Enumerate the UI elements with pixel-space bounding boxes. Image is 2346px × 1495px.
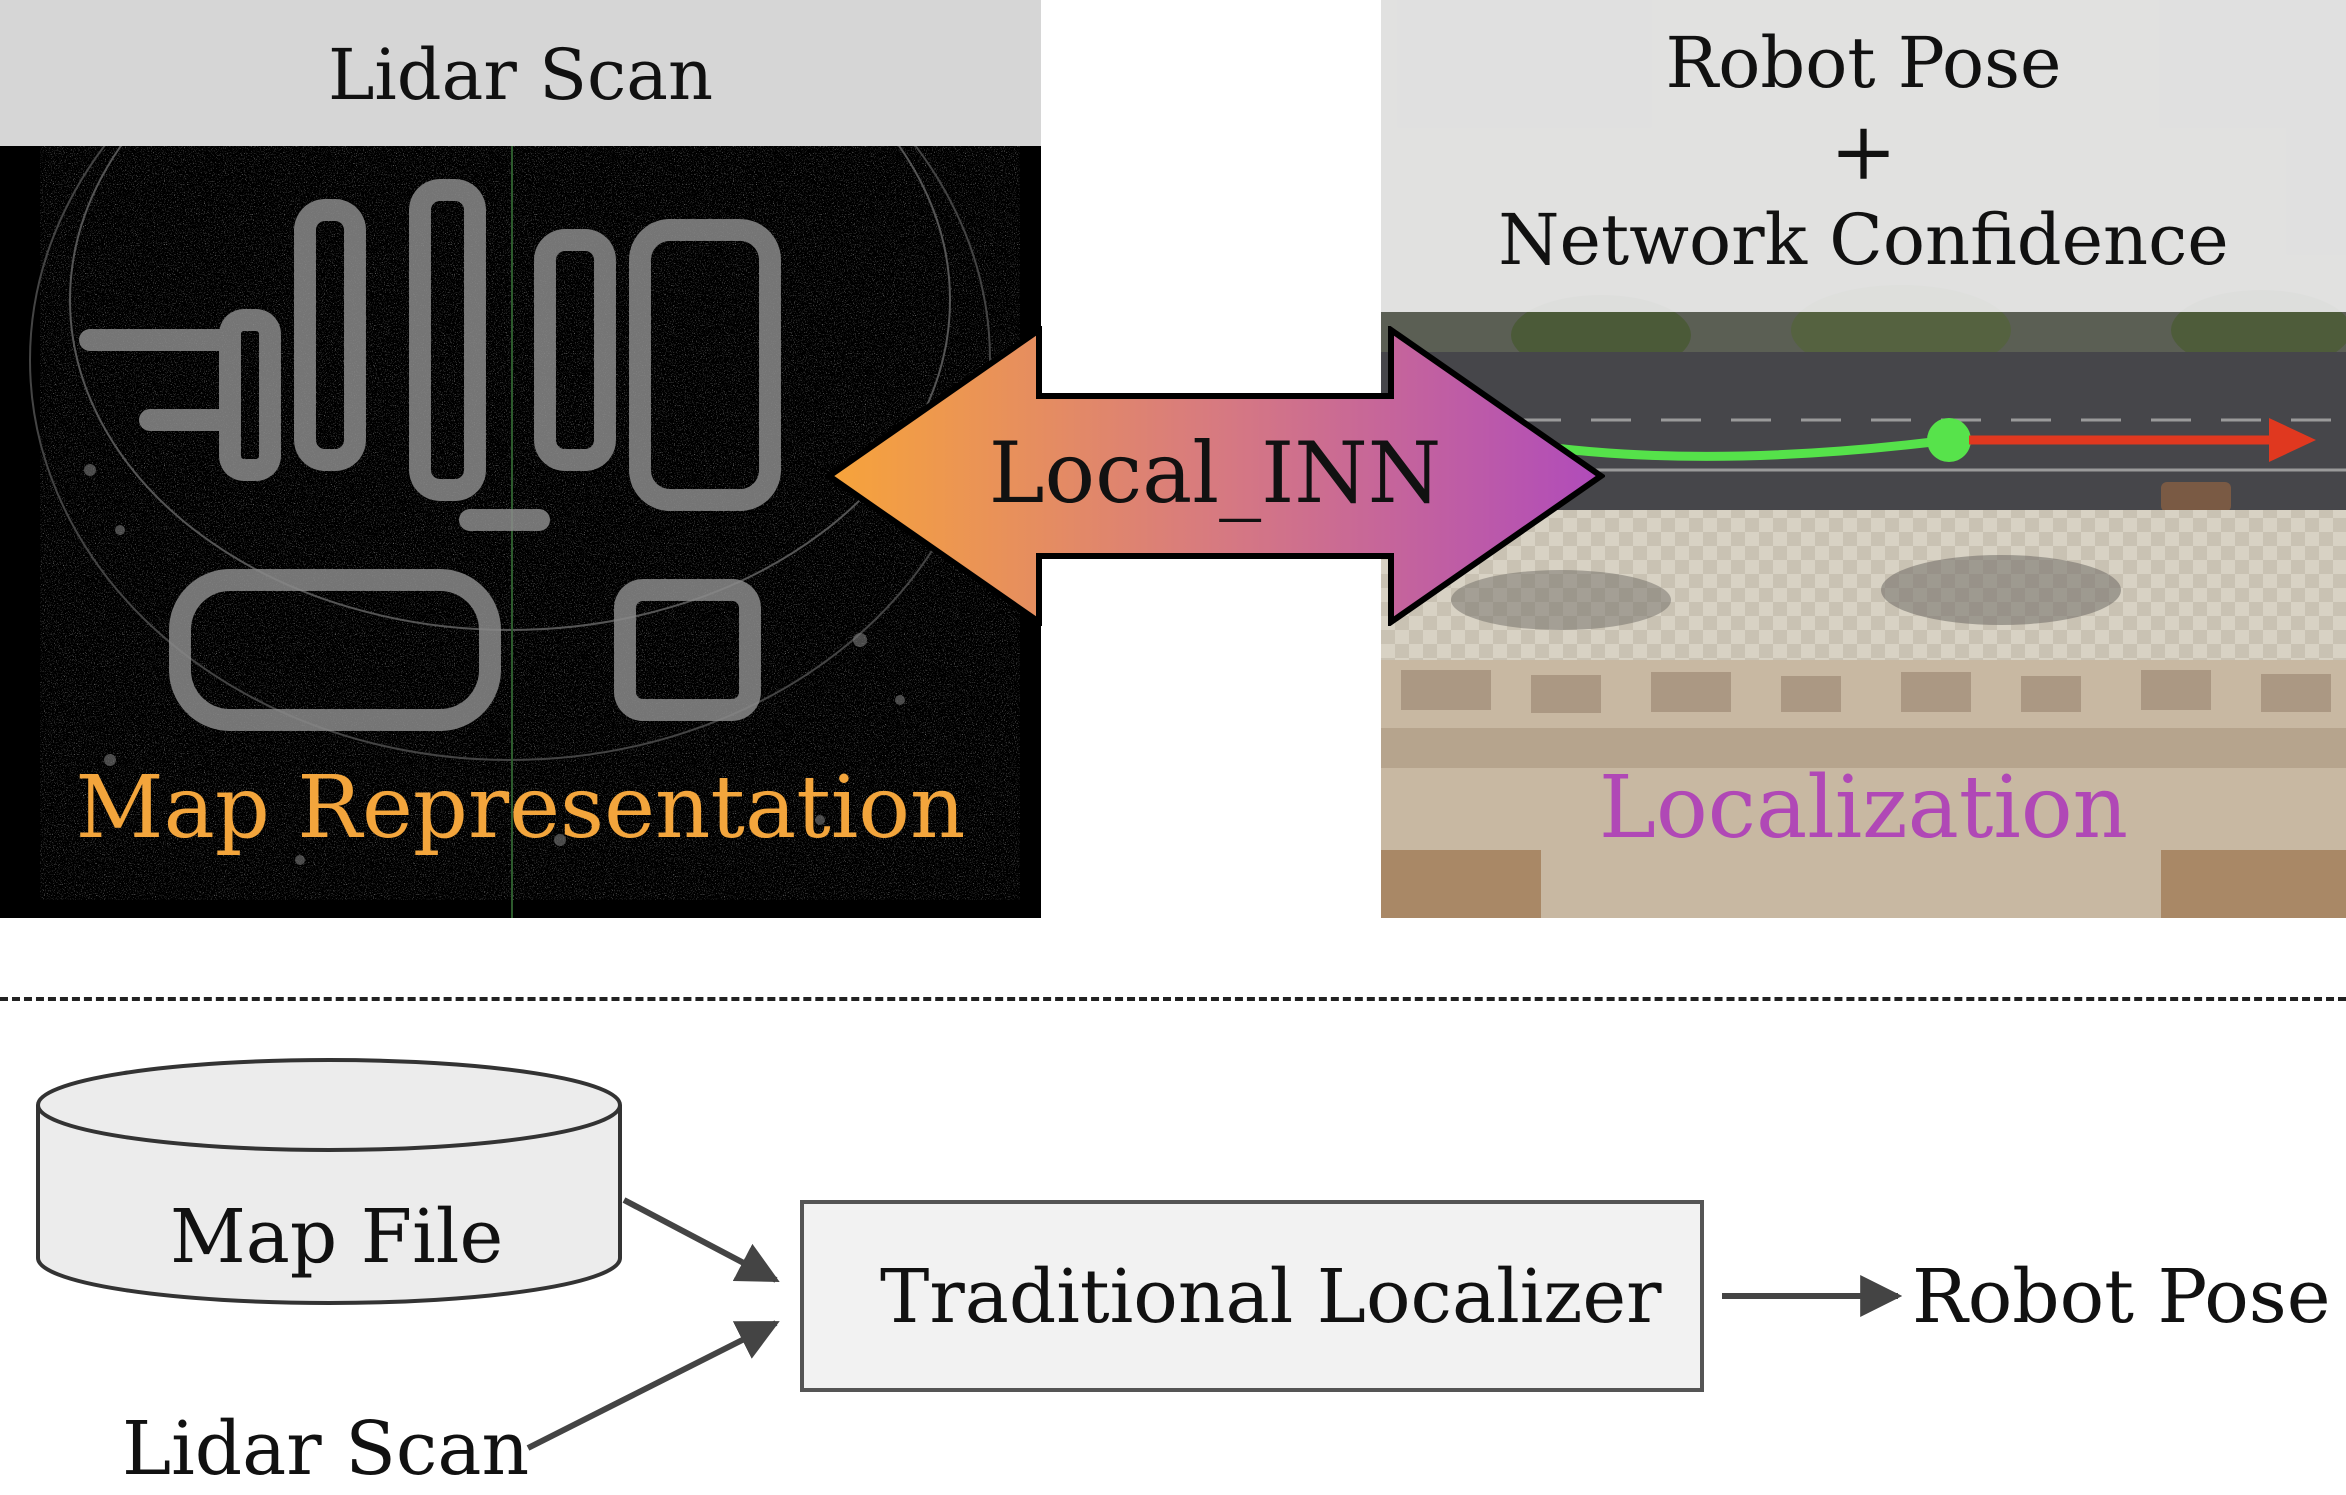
- local-inn-arrow: Local_INN: [823, 324, 1607, 628]
- robot-position-marker: [1927, 418, 1971, 462]
- local-inn-label: Local_INN: [989, 424, 1442, 522]
- map-representation-caption: Map Representation: [75, 758, 966, 858]
- traditional-localizer-box: [800, 1200, 1704, 1392]
- section-divider: [0, 997, 2346, 1001]
- map-to-localizer-arrow: [622, 1197, 780, 1283]
- localization-caption: Localization: [1598, 758, 2129, 858]
- database-cylinder-icon: [36, 1058, 622, 1305]
- plus-sign: +: [1829, 105, 1898, 198]
- robot-pose-output-label: Robot Pose: [1912, 1254, 2331, 1340]
- double-headed-arrow-icon: Local_INN: [823, 324, 1607, 628]
- localization-panel: Robot Pose + Network Confidence Localiza…: [1381, 0, 2346, 918]
- traditional-pipeline-diagram: [36, 1058, 1903, 1451]
- robot-pose-title: Robot Pose: [1665, 22, 2062, 104]
- robot-pose-header: Robot Pose + Network Confidence: [1381, 0, 2346, 312]
- traditional-localizer-label: Traditional Localizer: [880, 1254, 1662, 1340]
- network-confidence-title: Network Confidence: [1498, 199, 2229, 281]
- trajectory-path: [1526, 435, 1954, 461]
- lidar-scan-input-label: Lidar Scan: [122, 1406, 530, 1492]
- lidar-scan-title: Lidar Scan: [327, 34, 714, 116]
- scan-to-localizer-arrow: [526, 1320, 780, 1451]
- lidar-scan-header: Lidar Scan: [0, 0, 1041, 146]
- heading-arrow-icon: [2269, 418, 2316, 462]
- map-file-label: Map File: [170, 1194, 504, 1280]
